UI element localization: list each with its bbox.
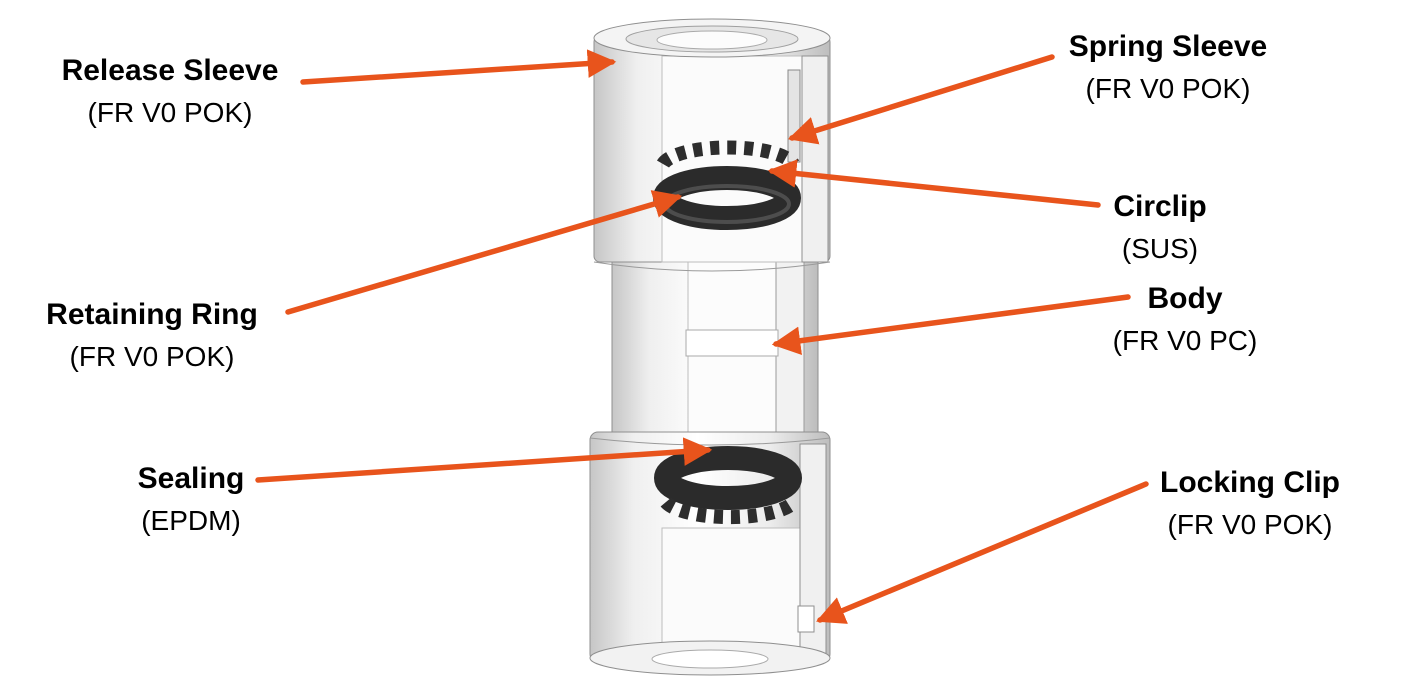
label-locking-clip-name: Locking Clip <box>1160 466 1340 499</box>
sealing-part <box>654 446 802 510</box>
label-circlip-name: Circlip <box>1113 190 1207 223</box>
label-release-sleeve-name: Release Sleeve <box>61 54 279 87</box>
sleeve-body-seam <box>593 261 831 272</box>
arrow-body <box>771 294 1131 355</box>
label-retaining-ring: Retaining Ring (FR V0 POK) <box>12 292 292 378</box>
arrow-release-sleeve <box>300 49 617 85</box>
arrow-sealing <box>255 437 713 483</box>
arrow-circlip <box>767 159 1101 208</box>
body-wall-section <box>775 257 805 439</box>
label-sealing: Sealing (EPDM) <box>81 456 301 542</box>
arrow-spring-sleeve <box>787 54 1055 145</box>
arrow-retaining-ring <box>285 190 683 315</box>
spring-sleeve-part <box>787 69 801 163</box>
label-locking-clip-material: (FR V0 POK) <box>1167 509 1333 540</box>
label-spring-sleeve-name: Spring Sleeve <box>1068 30 1268 63</box>
label-body-name: Body <box>1147 282 1223 315</box>
label-sealing-material: (EPDM) <box>141 505 241 536</box>
label-retaining-ring-name: Retaining Ring <box>46 298 258 331</box>
label-spring-sleeve: Spring Sleeve (FR V0 POK) <box>1038 24 1298 110</box>
top-bore-opening <box>656 30 768 50</box>
label-circlip: Circlip (SUS) <box>1060 184 1260 270</box>
label-spring-sleeve-material: (FR V0 POK) <box>1085 73 1251 104</box>
label-release-sleeve-material: (FR V0 POK) <box>87 97 253 128</box>
label-sealing-name: Sealing <box>137 462 245 495</box>
circlip-part <box>656 140 800 169</box>
callout-arrows <box>255 49 1149 624</box>
sealing-teeth <box>660 497 800 525</box>
locking-clip-part <box>797 605 815 633</box>
label-retaining-ring-material: (FR V0 POK) <box>69 341 235 372</box>
coupling-part-group <box>589 18 831 676</box>
body-notch <box>685 329 779 357</box>
label-locking-clip: Locking Clip (FR V0 POK) <box>1130 460 1370 546</box>
label-release-sleeve: Release Sleeve (FR V0 POK) <box>30 48 310 134</box>
bottom-bore-opening <box>651 649 769 669</box>
release-sleeve-wall-section <box>801 55 829 263</box>
bottom-bore <box>661 527 803 657</box>
label-body: Body (FR V0 PC) <box>1080 276 1290 362</box>
label-body-material: (FR V0 PC) <box>1112 325 1258 356</box>
arrow-locking-clip <box>816 481 1149 624</box>
label-circlip-material: (SUS) <box>1121 233 1199 264</box>
